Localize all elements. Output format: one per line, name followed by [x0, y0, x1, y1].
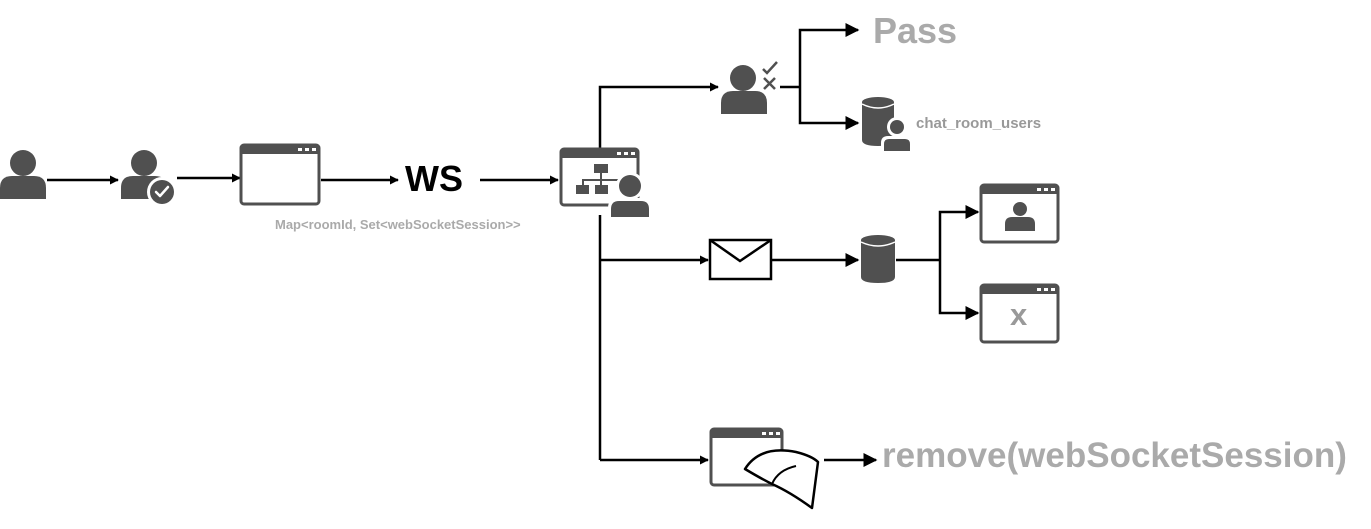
offline-x-mark: x — [1010, 297, 1028, 332]
session-map-label: Map<roomId, Set<webSocketSession>> — [275, 217, 521, 232]
edge-server-to-verify — [598, 82, 719, 148]
edge-verify-to-db — [798, 87, 860, 130]
message-database-icon — [860, 235, 896, 283]
chat-room-users-label: chat_room_users — [916, 115, 1042, 132]
remove-session-label: remove(webSocketSession) — [882, 436, 1347, 475]
offline-window-icon — [979, 283, 1060, 344]
message-envelope-icon — [708, 238, 773, 281]
online-user-window-icon — [979, 183, 1060, 244]
edges — [47, 23, 980, 467]
authenticated-user-icon — [121, 150, 177, 207]
websocket-server-icon — [559, 147, 652, 217]
edge-db-to-offline — [938, 260, 980, 320]
pass-label: Pass — [873, 10, 958, 51]
user-icon — [0, 150, 46, 199]
browser-window-icon — [239, 143, 321, 206]
closed-window-icon — [709, 427, 820, 510]
user-verification-icon — [721, 61, 778, 114]
edge-db-to-online — [938, 205, 980, 260]
edge-verify-to-pass — [798, 23, 860, 87]
ws-label: WS — [405, 158, 463, 199]
user-database-icon — [861, 97, 913, 151]
